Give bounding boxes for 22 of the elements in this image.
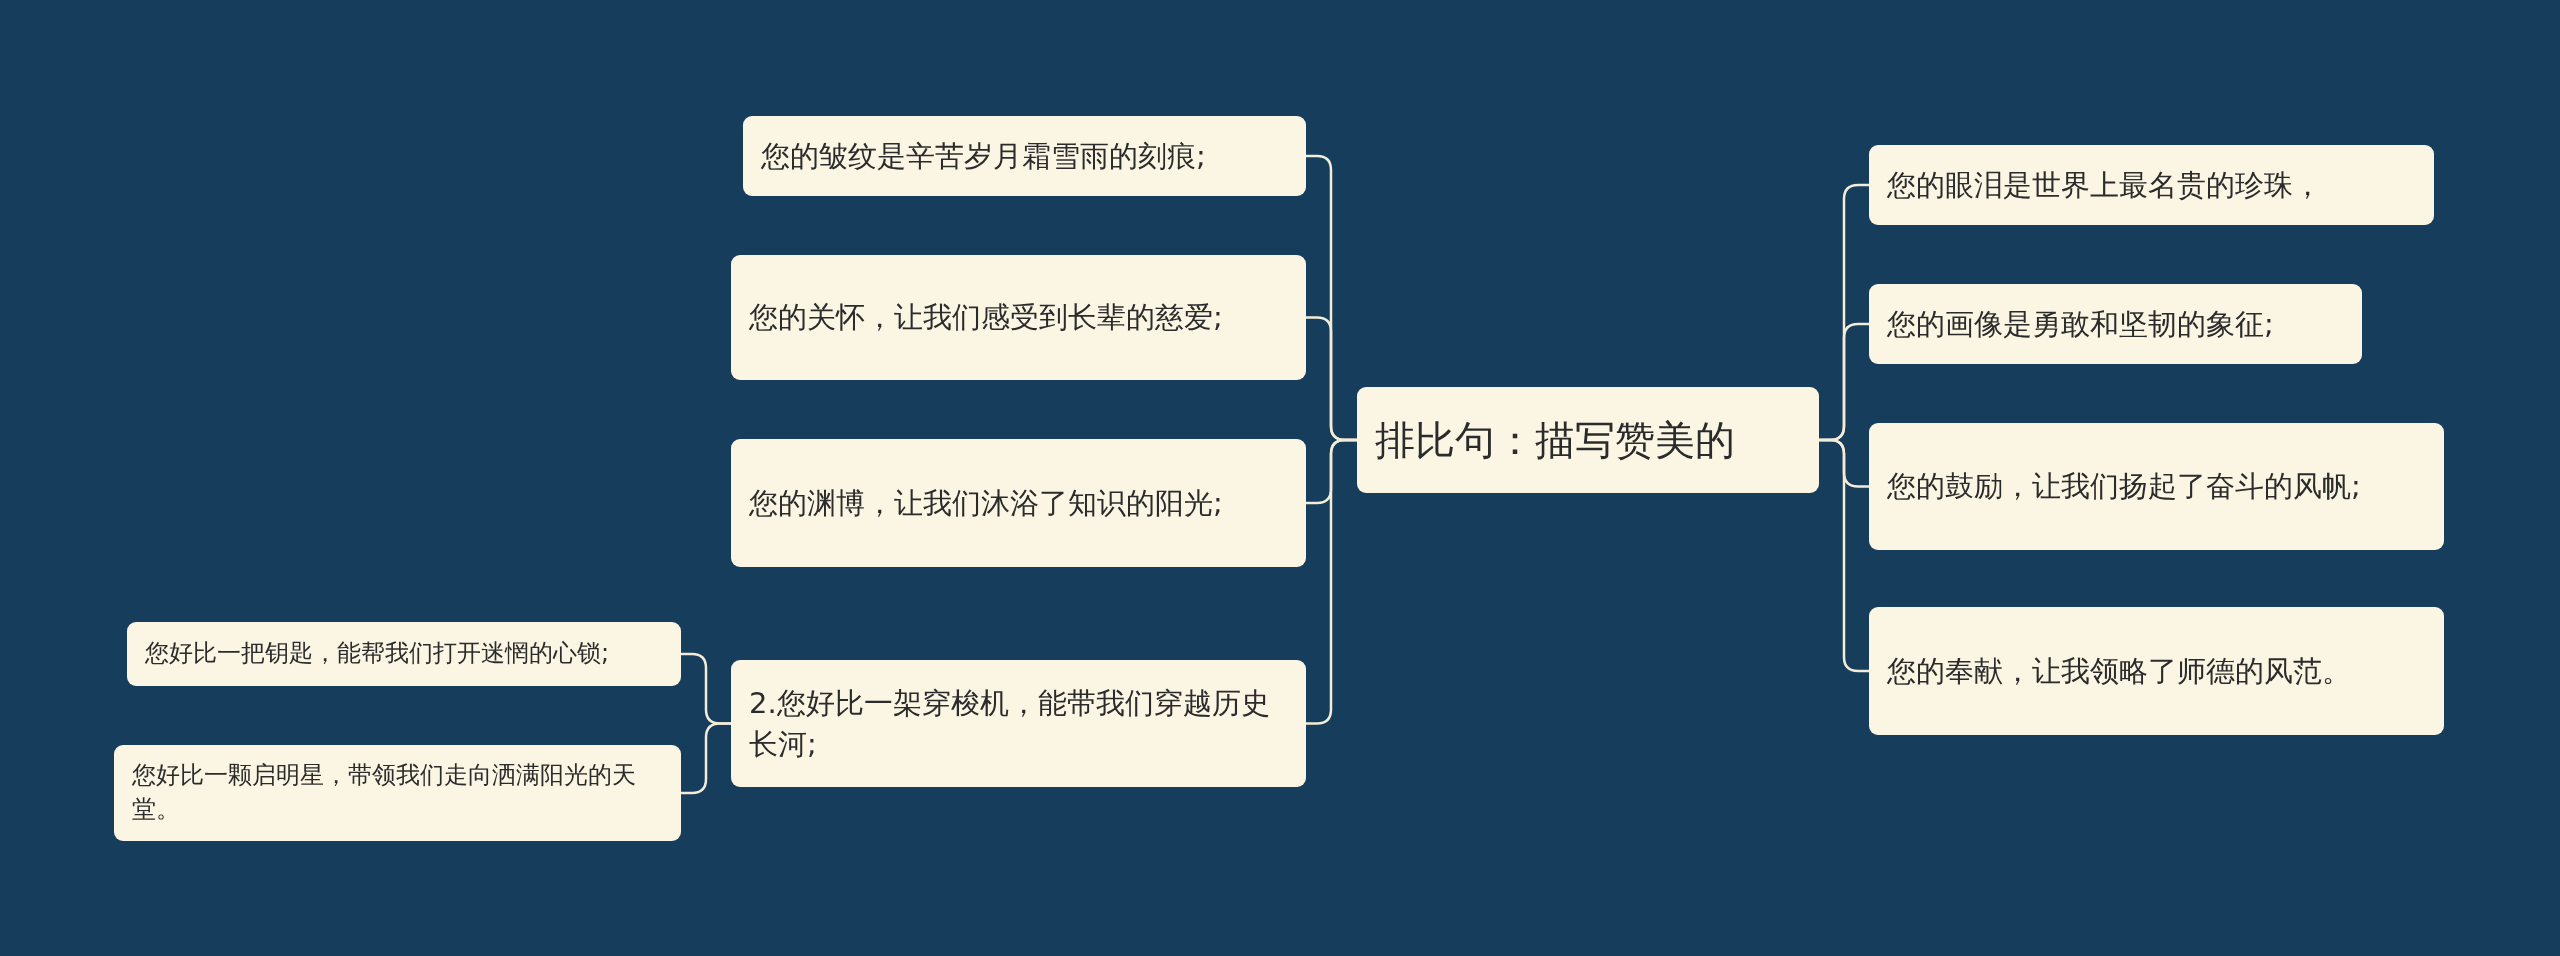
topic-text: 您好比一颗启明星，带领我们走向洒满阳光的天堂。 [132, 760, 637, 825]
topic-text: 您的渊博，让我们沐浴了知识的阳光; [749, 484, 1223, 522]
topic-text: 您好比一把钥匙，能帮我们打开迷惘的心锁; [145, 638, 610, 670]
branch-topic-box [731, 439, 1306, 567]
branch-topic-box [731, 255, 1306, 380]
branch-topic-box [1869, 284, 2362, 364]
topic-text: 您的皱纹是辛苦岁月霜雪雨的刻痕; [761, 137, 1206, 175]
branch-topic-box [1869, 423, 2444, 550]
branch-topic-box [1869, 607, 2444, 735]
topic-text: 您的画像是勇敢和坚韧的象征; [1887, 305, 2274, 343]
topic-text: 排比句：描写赞美的 [1375, 416, 1735, 465]
topic-text: 您的关怀，让我们感受到长辈的慈爱; [749, 299, 1223, 337]
topic-text: 您的奉献，让我领略了师德的风范。 [1887, 652, 2351, 690]
topic-text: 您的鼓励，让我们扬起了奋斗的风帆; [1887, 468, 2361, 506]
branch-topic-box [127, 622, 681, 686]
branch-topic-box [114, 745, 681, 841]
branch-topic-box [743, 116, 1306, 196]
branch-topic-box [731, 660, 1306, 787]
branch-topic-box [1869, 145, 2434, 225]
central-topic-box [1357, 387, 1819, 493]
topic-text: 2.您好比一架穿梭机，能带我们穿越历史长河; [749, 684, 1271, 763]
topic-text: 您的眼泪是世界上最名贵的珍珠， [1887, 166, 2322, 204]
